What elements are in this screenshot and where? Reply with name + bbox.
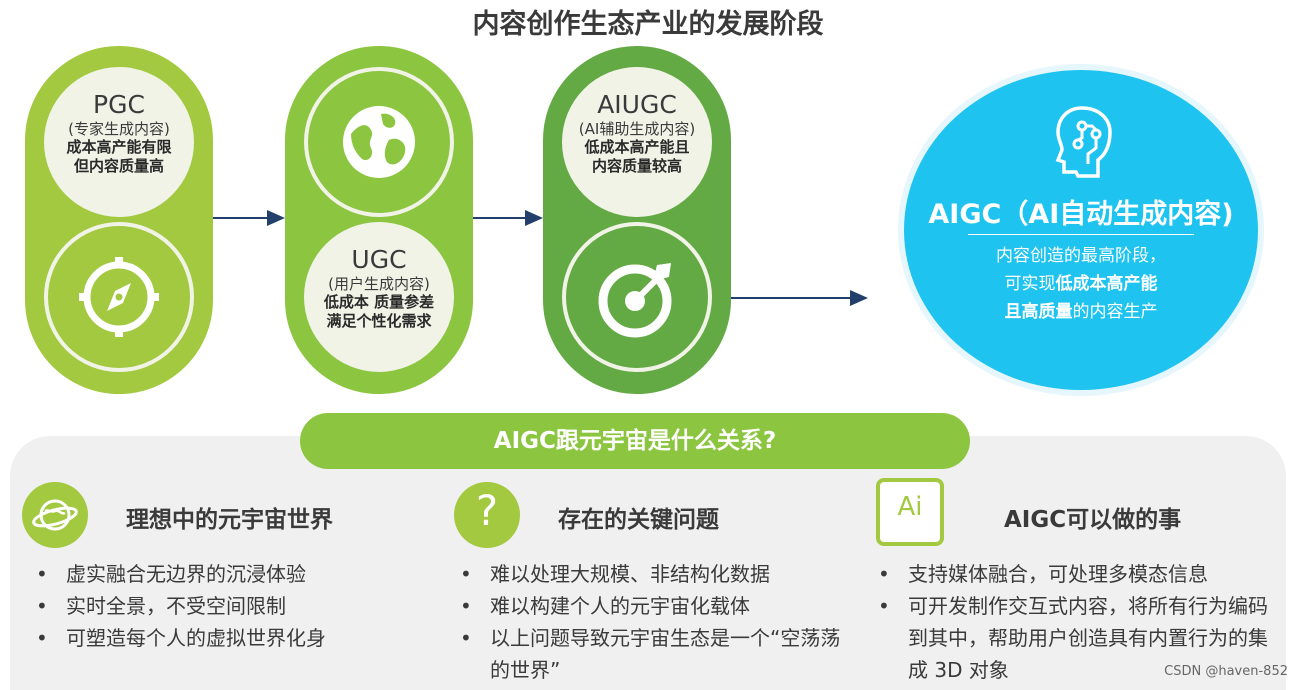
bullet-list: 难以处理大规模、非结构化数据 难以构建个人的元宇宙化载体 以上问题导致元宇宙生态… [460,558,850,686]
stage-desc-line: 低成本高产能且 [584,138,690,156]
stage-sub: (专家生成内容) [68,120,170,138]
stage-desc-line: 满足个性化需求 [326,312,432,330]
question-icon: ? [454,482,520,548]
bullet-list: 虚实融合无边界的沉浸体验 实时全景，不受空间限制 可塑造每个人的虚拟世界化身 [36,558,436,654]
aigc-desc-line: 且高质量的内容生产 [904,298,1258,326]
list-item: 虚实融合无边界的沉浸体验 [36,558,436,590]
stage-aigc: AIGC（AI自动生成内容) 内容创造的最高阶段， 可实现低成本高产能 且高质量… [904,70,1258,390]
stage-sub: (AI辅助生成内容) [578,120,696,138]
ai-head-icon [1055,106,1112,178]
divider [968,234,1194,235]
stage-pgc: PGC (专家生成内容) 成本高产能有限 但内容质量高 [25,46,213,394]
aigc-desc-bold: 且高质量 [1004,302,1073,322]
stage-sub: (用户生成内容) [328,275,430,293]
aigc-desc-text: 的内容生产 [1072,302,1158,322]
list-item: 可开发制作交互式内容，将所有行为编码到其中，帮助用户创造具有内置行为的集成 3D… [878,590,1278,686]
column-heading: 理想中的元宇宙世界 [126,507,333,533]
bullet-list: 支持媒体融合，可处理多模态信息 可开发制作交互式内容，将所有行为编码到其中，帮助… [878,558,1278,686]
stage-pgc-label: PGC (专家生成内容) 成本高产能有限 但内容质量高 [44,67,194,217]
list-item: 难以处理大规模、非结构化数据 [460,558,850,590]
column-heading: 存在的关键问题 [558,507,719,533]
stage-desc-line: 内容质量较高 [591,157,682,175]
stage-name: PGC [93,90,145,119]
stage-aiugc-label: AIUGC (AI辅助生成内容) 低成本高产能且 内容质量较高 [562,67,712,217]
stage-desc-line: 但内容质量高 [73,157,164,175]
watermark-credit: CSDN @haven-852 [1164,664,1288,679]
aigc-desc-bold: 低成本高产能 [1055,274,1158,294]
globe-icon [304,67,454,217]
aigc-description: 内容创造的最高阶段， 可实现低成本高产能 且高质量的内容生产 [904,242,1258,326]
compass-icon [44,222,194,372]
stage-desc-line: 成本高产能有限 [66,138,172,156]
target-icon [562,222,712,372]
column-heading: AIGC可以做的事 [1004,507,1182,533]
ai-icon: Ai [876,478,944,546]
stage-ugc: UGC (用户生成内容) 低成本 质量参差 满足个性化需求 [285,46,473,394]
list-item: 难以构建个人的元宇宙化载体 [460,590,850,622]
list-item: 可塑造每个人的虚拟世界化身 [36,622,436,654]
stage-aiugc: AIUGC (AI辅助生成内容) 低成本高产能且 内容质量较高 [543,46,731,394]
list-item: 以上问题导致元宇宙生态是一个“空荡荡的世界” [460,622,850,686]
stage-desc-line: 低成本 质量参差 [323,293,435,311]
question-mark: ? [475,486,499,535]
diagram-title: 内容创作生态产业的发展阶段 [472,9,824,40]
aigc-desc-line: 可实现低成本高产能 [904,270,1258,298]
question-banner: AIGC跟元宇宙是什么关系? [300,413,970,469]
aigc-desc-line: 内容创造的最高阶段， [996,246,1166,266]
aigc-desc-text: 可实现 [1004,274,1056,294]
stage-ugc-label: UGC (用户生成内容) 低成本 质量参差 满足个性化需求 [304,222,454,372]
list-item: 支持媒体融合，可处理多模态信息 [878,558,1278,590]
stage-name: AIUGC [597,90,677,119]
planet-icon [22,482,88,548]
ai-icon-text: Ai [897,492,923,522]
aigc-title: AIGC（AI自动生成内容) [928,199,1234,230]
list-item: 实时全景，不受空间限制 [36,590,436,622]
stage-name: UGC [351,245,407,274]
